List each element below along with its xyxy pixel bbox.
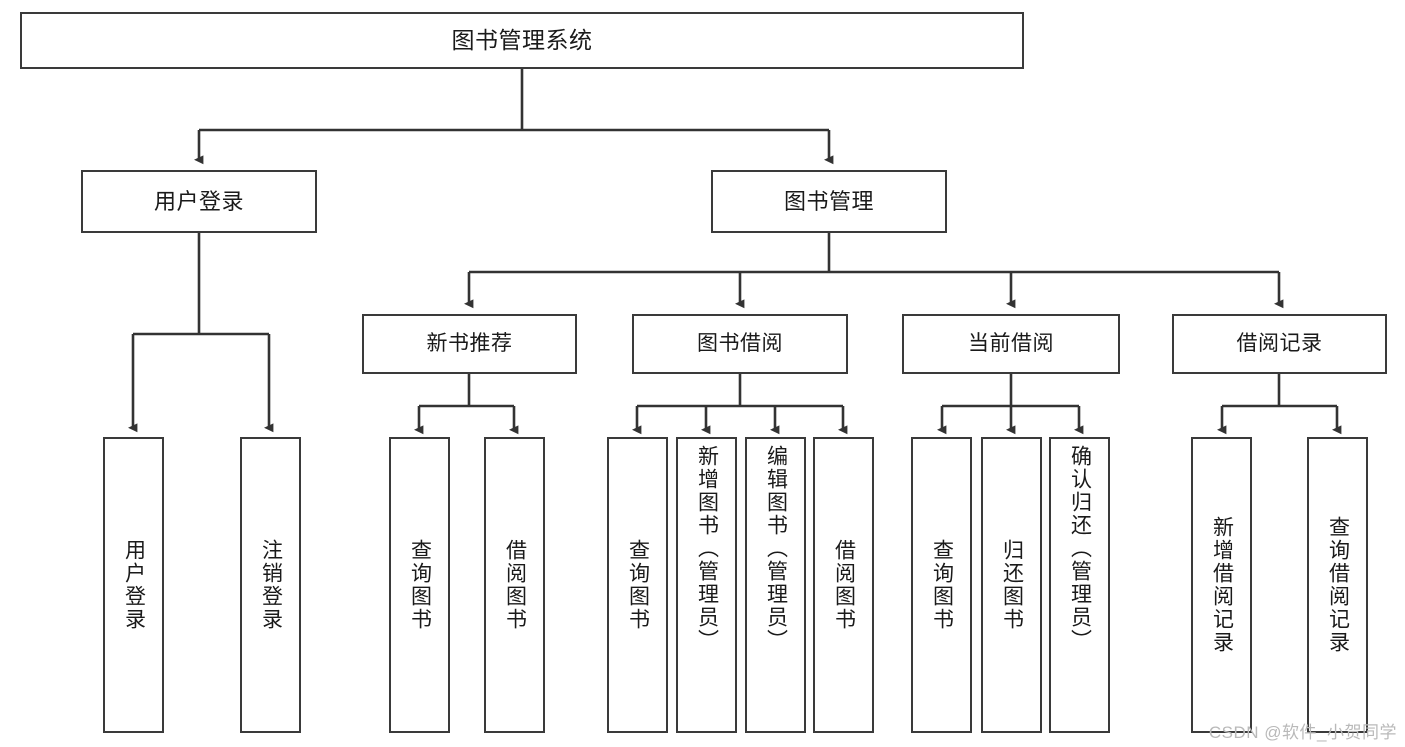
node-label: 新书推荐 [426,331,513,355]
node-label: 查询借阅记录 [1326,516,1350,654]
node-borrow-records[interactable]: 借阅记录 [1172,314,1387,374]
node-leaf-logout[interactable]: 注销登录 [240,437,301,733]
node-leaf-borrow-book-recommend[interactable]: 借阅图书 [484,437,545,733]
node-label: 用户登录 [122,539,146,631]
node-book-management[interactable]: 图书管理 [711,170,947,233]
node-label: 图书管理系统 [451,26,593,53]
node-current-borrow[interactable]: 当前借阅 [902,314,1120,374]
node-label: 新增图书（管理员） [695,445,719,652]
node-label: 查询图书 [626,539,650,631]
node-label: 查询图书 [930,539,954,631]
node-label: 借阅记录 [1236,331,1323,355]
node-label: 图书借阅 [697,331,783,355]
node-label: 查询图书 [408,539,432,631]
node-book-borrow[interactable]: 图书借阅 [632,314,848,374]
node-label: 编辑图书（管理员） [764,445,788,652]
node-label: 注销登录 [259,539,283,631]
node-label: 确认归还（管理员） [1068,445,1092,652]
node-label: 新增借阅记录 [1210,516,1234,654]
node-leaf-user-login[interactable]: 用户登录 [103,437,164,733]
node-label: 借阅图书 [503,539,527,631]
node-label: 借阅图书 [832,539,856,631]
node-user-login[interactable]: 用户登录 [81,170,317,233]
node-leaf-edit-book-admin[interactable]: 编辑图书（管理员） [745,437,806,733]
node-leaf-return-book[interactable]: 归还图书 [981,437,1042,733]
node-label: 当前借阅 [968,331,1054,355]
node-label: 归还图书 [1000,539,1024,631]
node-new-book-recommend[interactable]: 新书推荐 [362,314,577,374]
node-leaf-query-book-borrow[interactable]: 查询图书 [607,437,668,733]
node-leaf-query-book-recommend[interactable]: 查询图书 [389,437,450,733]
watermark-text: CSDN @软件_小贺同学 [1208,723,1397,742]
node-leaf-confirm-return-admin[interactable]: 确认归还（管理员） [1049,437,1110,733]
node-leaf-add-borrow-record[interactable]: 新增借阅记录 [1191,437,1252,733]
node-label: 图书管理 [783,188,874,214]
node-leaf-borrow-book[interactable]: 借阅图书 [813,437,874,733]
node-leaf-add-book-admin[interactable]: 新增图书（管理员） [676,437,737,733]
node-leaf-query-borrow-record[interactable]: 查询借阅记录 [1307,437,1368,733]
node-leaf-query-book-current[interactable]: 查询图书 [911,437,972,733]
node-root-library-system[interactable]: 图书管理系统 [20,12,1024,69]
node-label: 用户登录 [153,188,244,214]
